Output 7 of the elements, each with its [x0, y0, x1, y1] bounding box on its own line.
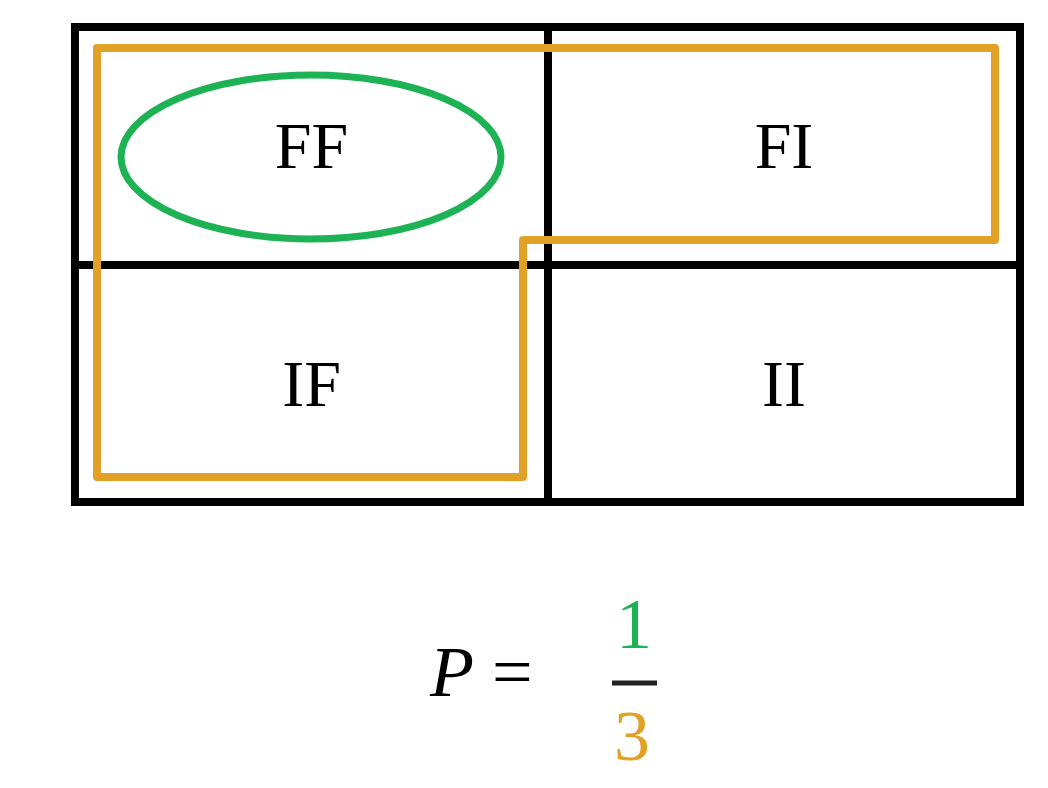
- numerator: 1: [616, 588, 652, 660]
- cell-label: IF: [282, 350, 341, 417]
- cell-label: FI: [754, 113, 814, 179]
- denominator: 3: [614, 700, 650, 772]
- formula-text: P =: [430, 636, 533, 708]
- cell-label: FF: [274, 113, 349, 179]
- cell-label: II: [762, 350, 806, 417]
